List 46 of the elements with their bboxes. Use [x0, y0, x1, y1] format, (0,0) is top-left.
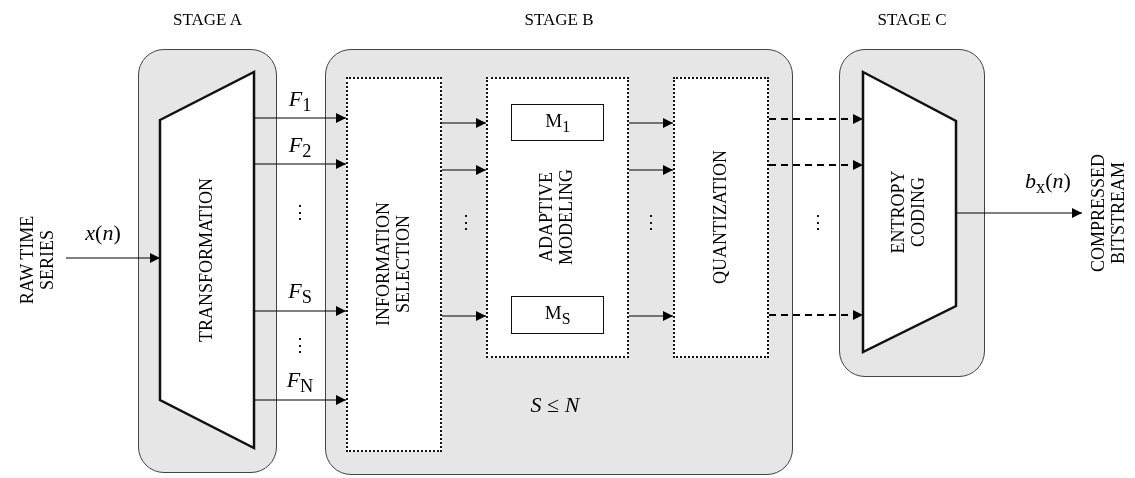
signal-label: F$_{N}$: [286, 366, 314, 398]
model-box: [511, 104, 605, 142]
block-label: INFORMATION SELECTION: [373, 201, 414, 329]
model-box: [511, 296, 605, 335]
arrow: [253, 159, 347, 169]
arrow: [441, 165, 487, 175]
block-label: M$_{S}$: [544, 302, 571, 329]
trapezoid-block: [862, 71, 956, 352]
signal-label: F$_{1}$: [288, 85, 312, 117]
trapezoid-block: [159, 71, 254, 448]
signal-label: F$_{2}$: [288, 131, 312, 163]
arrow: [628, 118, 674, 128]
arrow: [769, 114, 863, 124]
block-label: QUANTIZATION: [710, 149, 731, 287]
block-label: RAW TIME SERIES: [18, 214, 58, 307]
condition-note: S ≤ N: [530, 392, 580, 418]
ellipsis-mark: ⋮: [291, 201, 309, 223]
arrow: [955, 208, 1083, 218]
ellipsis-mark: ⋮: [642, 211, 660, 233]
stage-heading: STAGE B: [524, 10, 594, 30]
arrow: [441, 118, 487, 128]
signal-label: b$_{x}$(n): [1025, 167, 1071, 199]
arrow: [769, 160, 863, 170]
arrow: [253, 395, 347, 405]
signal-label: F$_{S}$: [288, 277, 312, 309]
process-box: [672, 76, 769, 358]
arrow: [253, 306, 347, 316]
ellipsis-mark: ⋮: [291, 334, 309, 356]
arrow: [628, 311, 674, 321]
block-label: ENTROPY CODING: [889, 169, 929, 256]
process-box: [485, 76, 629, 358]
ellipsis-mark: ⋮: [457, 211, 475, 233]
process-box: [345, 76, 442, 452]
stage-heading: STAGE C: [877, 10, 947, 30]
ellipsis-mark: ⋮: [809, 211, 827, 233]
block-label: M$_{1}$: [545, 109, 571, 136]
arrow: [628, 165, 674, 175]
stage-heading: STAGE A: [173, 10, 242, 30]
arrow: [65, 253, 161, 263]
block-label: COMPRESSED BITSTREAM: [1088, 152, 1129, 274]
block-label: ADAPTIVE MODELING: [537, 168, 577, 268]
signal-label: x(n): [85, 220, 121, 246]
arrow: [769, 310, 863, 320]
arrow: [253, 113, 347, 123]
arrow: [441, 311, 487, 321]
block-label: TRANSFORMATION: [196, 176, 217, 344]
